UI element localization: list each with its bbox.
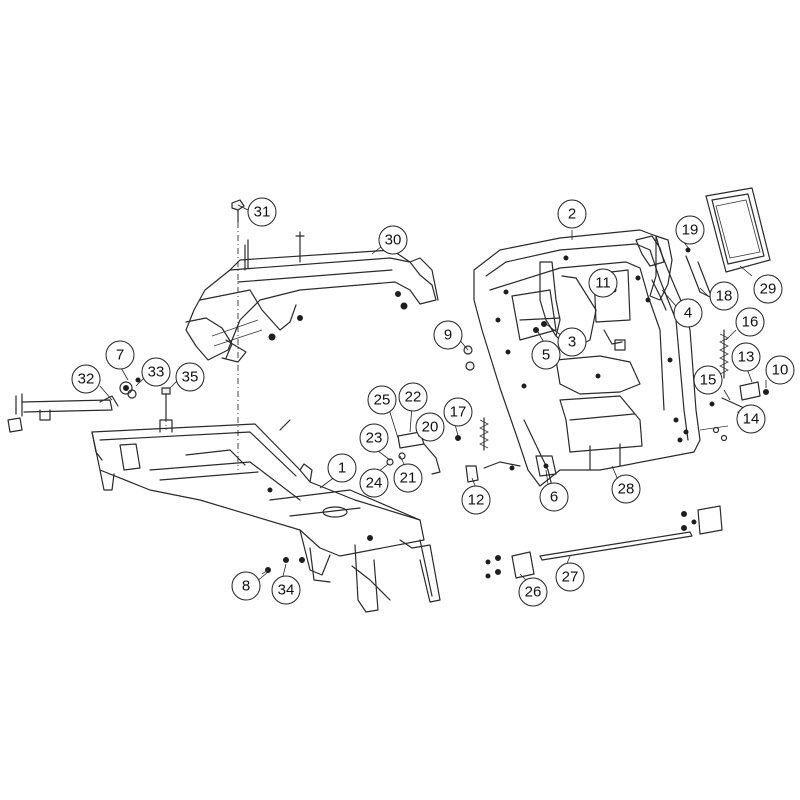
svg-text:19: 19 [682,222,699,239]
svg-text:2: 2 [568,206,576,223]
callout-1: 1 [327,453,357,483]
tray-29 [705,187,771,273]
callout-30: 30 [378,225,408,255]
callout-29: 29 [753,274,783,304]
bolt-31 [231,199,245,223]
callout-35: 35 [175,362,205,392]
callout-7: 7 [105,340,135,370]
svg-text:20: 20 [422,419,439,436]
seat-support-frame [185,231,439,363]
callout-22: 22 [398,382,428,412]
bracket-6 [535,455,557,477]
svg-text:3: 3 [568,334,576,351]
callouts: 1 2 3 4 5 6 7 8 9 10 11 12 13 14 15 16 1… [71,197,795,607]
hinge-26 [485,551,535,579]
svg-text:29: 29 [760,281,777,298]
callout-27: 27 [555,562,585,592]
svg-text:31: 31 [254,204,271,221]
svg-text:30: 30 [385,232,402,249]
svg-text:14: 14 [743,411,760,428]
callout-23: 23 [359,423,389,453]
callout-9: 9 [433,320,463,350]
svg-text:4: 4 [684,305,692,322]
svg-text:26: 26 [525,584,542,601]
callout-19: 19 [675,215,705,245]
svg-text:24: 24 [366,475,383,492]
svg-text:8: 8 [242,578,250,595]
callout-6: 6 [539,482,569,512]
svg-text:11: 11 [595,275,611,292]
callout-26: 26 [518,577,548,607]
svg-text:25: 25 [374,392,391,409]
callout-16: 16 [735,307,765,337]
svg-text:15: 15 [700,372,717,389]
rod-27 [539,531,693,561]
callout-5: 5 [531,340,561,370]
spring-16 [719,329,729,379]
svg-text:21: 21 [400,470,417,487]
callout-31: 31 [247,197,277,227]
svg-text:18: 18 [716,288,733,305]
callout-12: 12 [461,485,491,515]
callout-25: 25 [367,385,397,415]
callout-11: 11 [588,268,618,298]
callout-15: 15 [693,365,723,395]
svg-text:1: 1 [338,460,346,477]
rod-18-19 [685,247,713,299]
callout-32: 32 [71,364,101,394]
svg-text:7: 7 [116,347,124,364]
hinge-right [681,505,723,535]
callout-4: 4 [673,298,703,328]
callout-3: 3 [557,327,587,357]
callout-21: 21 [393,463,423,493]
leader-lines [99,204,767,585]
front-rod-assembly [7,377,141,433]
callout-8: 8 [231,571,261,601]
bracket-12 [465,461,521,483]
svg-text:6: 6 [550,489,558,506]
main-chassis-frame [91,419,441,613]
svg-text:22: 22 [405,389,422,406]
fender-panel [473,229,701,487]
hinge-20-22 [386,431,441,475]
spring-17 [455,417,489,451]
svg-text:13: 13 [738,349,755,366]
callout-24: 24 [359,468,389,498]
nuts-9 [463,345,475,371]
callout-18: 18 [709,281,739,311]
svg-text:35: 35 [182,369,199,386]
svg-text:12: 12 [468,492,485,509]
callout-17: 17 [443,397,473,427]
lever-4 [649,235,673,301]
callout-20: 20 [415,412,445,442]
callout-34: 34 [271,575,301,605]
svg-text:32: 32 [78,371,95,388]
svg-text:34: 34 [278,582,295,599]
callout-2: 2 [557,199,587,229]
svg-text:17: 17 [450,404,467,421]
svg-text:16: 16 [742,314,759,331]
svg-text:27: 27 [562,569,579,586]
svg-text:28: 28 [618,481,635,498]
callout-28: 28 [611,474,641,504]
svg-text:23: 23 [366,430,383,447]
svg-text:9: 9 [444,327,452,344]
callout-33: 33 [141,357,171,387]
callout-10: 10 [765,355,795,385]
svg-text:10: 10 [772,362,789,379]
svg-text:33: 33 [148,364,165,381]
pin-35 [161,387,171,421]
svg-text:5: 5 [542,347,550,364]
callout-13: 13 [731,342,761,372]
bolts-8-34 [261,557,289,575]
callout-14: 14 [736,404,766,434]
